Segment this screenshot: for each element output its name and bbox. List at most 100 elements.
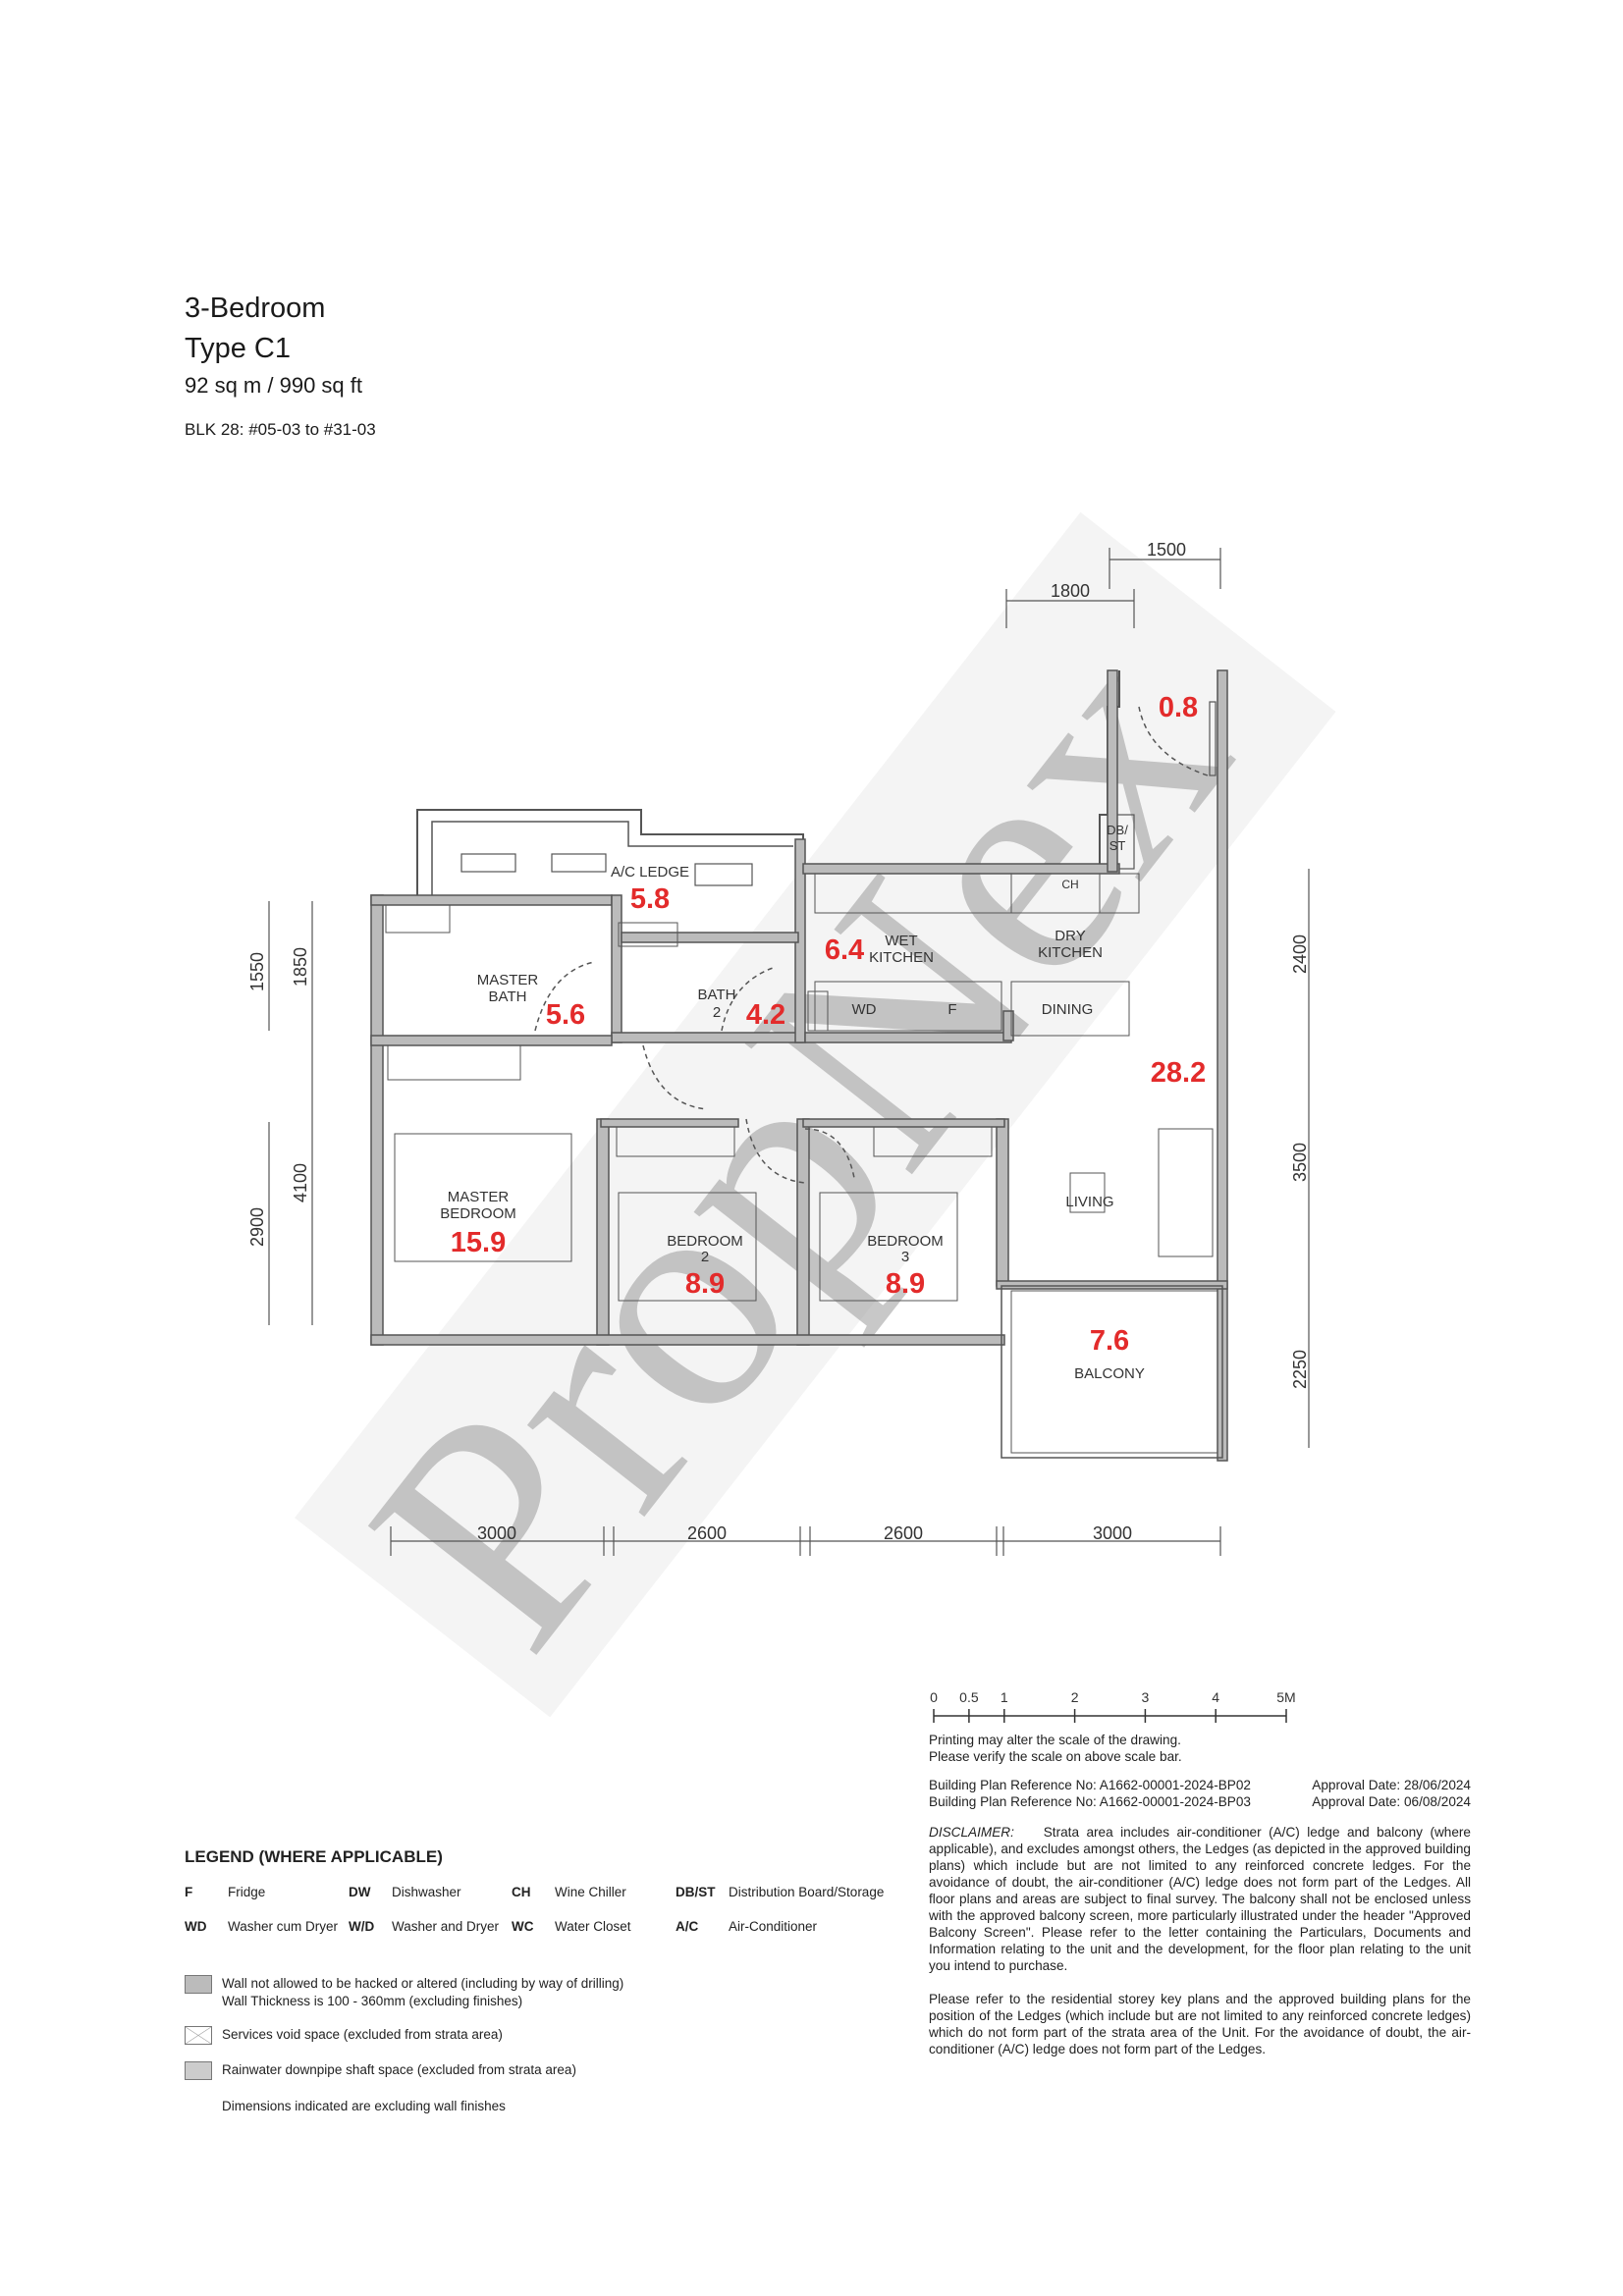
area-wet-kitchen: 6.4 xyxy=(825,934,864,966)
legend-wall-thickness: Wall Thickness is 100 - 360mm (excluding… xyxy=(222,1994,523,2008)
legend-desc: Washer cum Dryer xyxy=(228,1919,339,1934)
building-references: Building Plan Reference No: A1662-00001-… xyxy=(929,1777,1471,1810)
dimension-lines xyxy=(268,548,1310,1556)
area-ac-ledge: 5.8 xyxy=(630,883,670,915)
legend-void-text: Services void space (excluded from strat… xyxy=(222,2027,503,2043)
scale-label: 0.5 xyxy=(959,1689,979,1705)
scale-note-2: Please verify the scale on above scale b… xyxy=(929,1749,1182,1764)
scale-bar xyxy=(933,1709,1287,1723)
label-wet-kitchen-2: KITCHEN xyxy=(869,949,934,966)
label-wd: WD xyxy=(852,1001,877,1018)
label-bath2-1: BATH xyxy=(698,987,736,1003)
label-wet-kitchen-1: WET xyxy=(885,933,917,949)
legend-item: WC Water Closet xyxy=(512,1919,631,1934)
dim-bottom-3: 2600 xyxy=(884,1523,923,1543)
dim-bottom-1: 3000 xyxy=(477,1523,516,1543)
area-bath2: 4.2 xyxy=(746,999,785,1031)
legend-item: F Fridge xyxy=(185,1885,265,1899)
unit-area: 92 sq m / 990 sq ft xyxy=(185,373,362,398)
legend-code: A/C xyxy=(676,1919,699,1934)
label-master-bedroom-2: BEDROOM xyxy=(440,1205,516,1222)
disclaimer: DISCLAIMER: Strata area includes air-con… xyxy=(929,1824,1471,2057)
reference-number: Building Plan Reference No: A1662-00001-… xyxy=(929,1794,1251,1809)
label-bedroom3-1: BEDROOM xyxy=(867,1233,944,1250)
area-master-bath: 5.6 xyxy=(546,999,585,1031)
dim-left-4100: 4100 xyxy=(291,1163,310,1202)
reference-number: Building Plan Reference No: A1662-00001-… xyxy=(929,1778,1251,1792)
label-dining: DINING xyxy=(1042,1001,1094,1018)
reference-row: Building Plan Reference No: A1662-00001-… xyxy=(929,1793,1471,1810)
legend-code: WC xyxy=(512,1919,534,1934)
legend-desc: Fridge xyxy=(228,1885,266,1899)
area-bedroom2: 8.9 xyxy=(685,1268,725,1300)
area-master-bedroom: 15.9 xyxy=(451,1227,506,1258)
void-swatch-icon xyxy=(185,2026,212,2045)
rainwater-swatch-icon xyxy=(185,2061,212,2080)
legend-desc: Air-Conditioner xyxy=(729,1919,818,1934)
legend-item: WD Washer cum Dryer xyxy=(185,1919,338,1934)
balcony-outline xyxy=(1001,1285,1223,1459)
disclaimer-label: DISCLAIMER: xyxy=(929,1825,1014,1840)
reference-row: Building Plan Reference No: A1662-00001-… xyxy=(929,1777,1471,1793)
dim-left-1850: 1850 xyxy=(291,947,310,987)
dim-left-1550: 1550 xyxy=(247,952,267,991)
area-balcony: 7.6 xyxy=(1090,1325,1129,1357)
watermark: PropNex xyxy=(295,511,1336,1718)
label-bath2-2: 2 xyxy=(713,1004,721,1021)
legend-rainwater-text: Rainwater downpipe shaft space (excluded… xyxy=(222,2062,576,2078)
dim-left-2900: 2900 xyxy=(247,1207,267,1247)
legend-code: DW xyxy=(349,1885,371,1899)
label-db: DB/ xyxy=(1107,823,1128,837)
area-living: 28.2 xyxy=(1151,1057,1206,1089)
legend-code: WD xyxy=(185,1919,207,1934)
legend-code: CH xyxy=(512,1885,531,1899)
scale-label: 0 xyxy=(930,1689,938,1705)
approval-date: Approval Date: 06/08/2024 xyxy=(1312,1794,1471,1809)
label-balcony: BALCONY xyxy=(1074,1365,1145,1382)
legend-item: W/D Washer and Dryer xyxy=(349,1919,499,1934)
legend-dimensions-note: Dimensions indicated are excluding wall … xyxy=(222,2099,506,2113)
label-dry-kitchen-2: KITCHEN xyxy=(1038,944,1103,961)
disclaimer-para2: Please refer to the residential storey k… xyxy=(929,1992,1471,2056)
label-dry-kitchen-1: DRY xyxy=(1055,928,1085,944)
unit-type-code: Type C1 xyxy=(185,333,291,364)
approval-date: Approval Date: 28/06/2024 xyxy=(1312,1778,1471,1792)
dim-right-2400: 2400 xyxy=(1290,934,1310,974)
label-master-bedroom-1: MASTER xyxy=(448,1189,510,1205)
label-bedroom3-2: 3 xyxy=(901,1249,909,1265)
scale-notes: Printing may alter the scale of the draw… xyxy=(929,1732,1471,1765)
label-f: F xyxy=(947,1001,956,1018)
scale-label: 5M xyxy=(1276,1689,1295,1705)
legend-code: DB/ST xyxy=(676,1885,716,1899)
dim-top-1500: 1500 xyxy=(1147,540,1186,560)
legend-void: Services void space (excluded from strat… xyxy=(185,2026,503,2045)
scale-label: 3 xyxy=(1142,1689,1150,1705)
legend-desc: Water Closet xyxy=(555,1919,631,1934)
scale-note-1: Printing may alter the scale of the draw… xyxy=(929,1733,1181,1747)
unit-type: 3-Bedroom xyxy=(185,293,326,324)
dim-right-3500: 3500 xyxy=(1290,1143,1310,1182)
label-st: ST xyxy=(1109,838,1126,853)
dim-bottom-4: 3000 xyxy=(1093,1523,1132,1543)
area-store: 0.8 xyxy=(1159,692,1198,723)
label-master-bath-1: MASTER xyxy=(477,972,539,988)
legend-code: F xyxy=(185,1885,193,1899)
dim-bottom-2: 2600 xyxy=(687,1523,727,1543)
block-units: BLK 28: #05-03 to #31-03 xyxy=(185,420,376,439)
legend-rainwater: Rainwater downpipe shaft space (excluded… xyxy=(185,2061,576,2080)
legend-code: W/D xyxy=(349,1919,375,1934)
legend-desc: Washer and Dryer xyxy=(392,1919,500,1934)
scale-label: 4 xyxy=(1212,1689,1219,1705)
legend-item: A/C Air-Conditioner xyxy=(676,1919,817,1934)
dim-right-2250: 2250 xyxy=(1290,1350,1310,1389)
walls xyxy=(370,669,1228,1462)
label-bedroom2-2: 2 xyxy=(701,1249,709,1265)
legend-wall-text: Wall not allowed to be hacked or altered… xyxy=(222,1976,624,1992)
legend-wall: Wall not allowed to be hacked or altered… xyxy=(185,1975,623,2008)
